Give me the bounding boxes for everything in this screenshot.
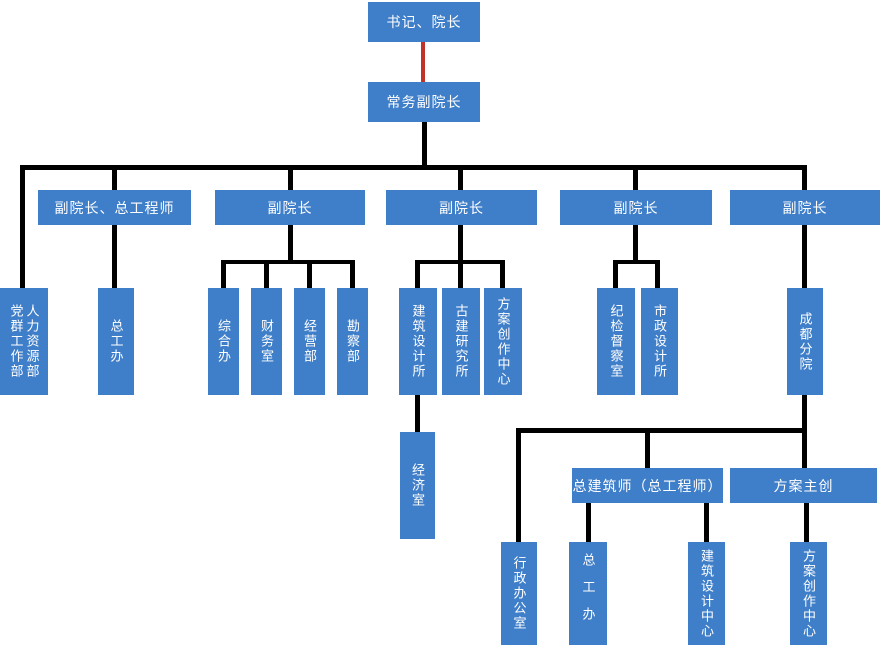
connector-drop-supervision-2 [655,260,660,288]
node-label: 经营部 [302,319,317,364]
node-staff-office-label-1: 党群工作部 [8,304,24,379]
node-label: 建筑设计中心 [699,548,714,639]
node-general-office: 综合办 [208,288,239,395]
node-vp-5: 副院长 [730,190,880,225]
node-label: 方案创作中心 [801,548,816,639]
node-vp-label: 副院长 [782,199,828,216]
connector-drop-scheme-lead [802,433,807,468]
node-scheme-lead: 方案主创 [730,468,877,503]
node-chief-engineer-office: 总工办 [98,288,134,395]
connector-drop-staff-office [20,165,25,288]
node-vp-label: 副院长 [267,199,313,216]
connector-chengdu-branch [516,428,807,433]
node-discipline-inspection-office: 纪检督察室 [597,288,635,395]
node-label: 总建筑师（总工程师） [572,477,723,494]
connector-president-executive [421,42,425,82]
connector-vp4-down [633,225,638,264]
connector-drop-chengdu-admin [516,428,521,542]
node-label: 财务室 [259,319,274,364]
node-chengdu-admin-office: 行政办公室 [501,542,537,645]
node-scheme-creation-center: 方案创作中心 [484,288,522,395]
node-finance-office: 财务室 [251,288,282,395]
node-label: 古建研究所 [453,304,469,379]
node-architecture-design-institute: 建筑设计所 [399,288,437,395]
connector-vp3-down [458,225,463,264]
node-vp-label: 副院长 [439,199,484,216]
node-staff-office-label-2: 人力资源部 [24,304,40,379]
node-label: 总工办 [580,553,596,634]
node-chengdu-architecture-design-center: 建筑设计中心 [688,542,725,645]
node-label: 建筑设计所 [410,304,426,379]
connector-drop-design-1 [415,260,420,288]
node-label: 方案创作中心 [495,296,511,387]
node-executive-vp-label: 常务副院长 [386,94,462,110]
connector-drop-chief-architect [645,433,650,468]
node-vp-2: 副院长 [215,190,365,225]
connector-vp4-branch [613,260,660,264]
connector-chiefarch-gongban [586,503,591,542]
connector-drop-design-2 [458,260,463,288]
node-label: 经济室 [410,463,425,508]
node-label: 综合办 [216,319,231,364]
node-label: 行政办公室 [511,556,527,631]
connector-design1-economy [415,395,420,432]
node-municipal-design-institute: 市政设计所 [641,288,678,395]
connector-drop-design-3 [500,260,505,288]
connector-schemelead-creationcenter [804,503,809,542]
connector-main-trunk [20,165,807,170]
node-chengdu-scheme-creation-center: 方案创作中心 [790,542,827,645]
node-vp-4: 副院长 [560,190,712,225]
connector-vp2-branch [221,260,355,264]
connector-drop-supervision-1 [613,260,618,288]
connector-drop-admin-4 [350,260,355,288]
connector-vp1-chief-office [112,225,117,288]
connector-drop-admin-2 [264,260,269,288]
node-vp-3: 副院长 [386,190,537,225]
node-staff-office: 党群工作部 人力资源部 [0,288,48,395]
connector-drop-vp5 [802,168,807,190]
connector-drop-admin-1 [221,260,226,288]
connector-drop-vp3 [458,168,463,190]
connector-vp2-down [288,225,293,264]
connector-chiefarch-designcenter [704,503,709,542]
node-label: 纪检督察室 [608,304,624,379]
connector-drop-admin-3 [307,260,312,288]
node-label: 勘察部 [345,319,360,364]
node-vp-label: 副院长 [613,199,659,216]
connector-executive-down [422,122,427,168]
connector-drop-vp4 [633,168,638,190]
node-label: 成都分院 [797,311,813,372]
node-president: 书记、院长 [368,2,480,42]
connector-drop-vp2 [288,168,293,190]
node-ancient-architecture-institute: 古建研究所 [442,288,480,395]
connector-drop-vp1 [112,168,117,190]
node-chengdu-chief-engineer-office: 总工办 [569,542,607,645]
node-president-label: 书记、院长 [386,14,462,30]
node-vp-label: 副院长、总工程师 [54,199,175,216]
node-operations-dept: 经营部 [294,288,325,395]
node-label: 总工办 [108,319,124,364]
node-label: 市政设计所 [652,304,667,379]
node-chengdu-branch: 成都分院 [787,288,823,395]
node-economy-office: 经济室 [400,432,435,539]
node-vp-chief-engineer: 副院长、总工程师 [38,190,191,225]
node-label: 方案主创 [773,477,834,494]
node-executive-vp: 常务副院长 [368,82,480,122]
node-chief-architect: 总建筑师（总工程师） [572,468,723,503]
connector-chengdu-down [802,395,807,433]
node-survey-dept: 勘察部 [337,288,368,395]
connector-vp5-chengdu [802,225,807,288]
